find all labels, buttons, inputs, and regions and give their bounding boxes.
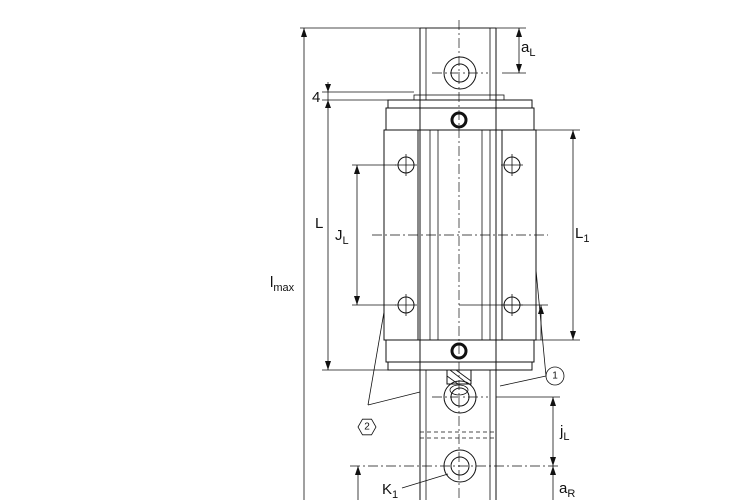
label-k-1: K1 (382, 481, 398, 500)
carriage-hole-bottom-left (395, 294, 417, 316)
leader-2 (367, 311, 421, 406)
center-lines (350, 20, 560, 500)
carriage-hole-top-right (501, 154, 523, 176)
dim-l-max (301, 28, 307, 500)
carriage (383, 94, 537, 371)
dim-a-r (550, 466, 556, 500)
callout-2: 2 (357, 418, 377, 436)
label-l-1: L1 (575, 225, 589, 245)
label-a-r: aR (559, 480, 575, 500)
label-a-l: aL (521, 39, 535, 59)
label-j-l-upper: JL (335, 227, 349, 247)
callout-2-label: 2 (364, 422, 370, 433)
dim-a-l (516, 28, 522, 73)
callout-1-label: 1 (552, 371, 558, 382)
dim-l-1 (536, 129, 580, 341)
dim-j-l-upper (352, 164, 396, 306)
dim-l (322, 110, 388, 371)
callout-1: 1 (545, 366, 565, 386)
screw (446, 369, 472, 396)
dim-j-l-lower (496, 396, 560, 466)
leader-k-1 (355, 466, 449, 500)
label-dim-4: 4 (312, 89, 320, 106)
label-j-l-lower: jL (559, 423, 569, 443)
dim-4 (322, 82, 414, 110)
dim-hole-offset (459, 304, 548, 340)
leader-1 (499, 269, 547, 387)
label-l-max: lmax (270, 274, 295, 294)
guide-rail (419, 27, 497, 500)
carriage-hole-top-left (395, 154, 417, 176)
label-l: L (315, 215, 323, 232)
